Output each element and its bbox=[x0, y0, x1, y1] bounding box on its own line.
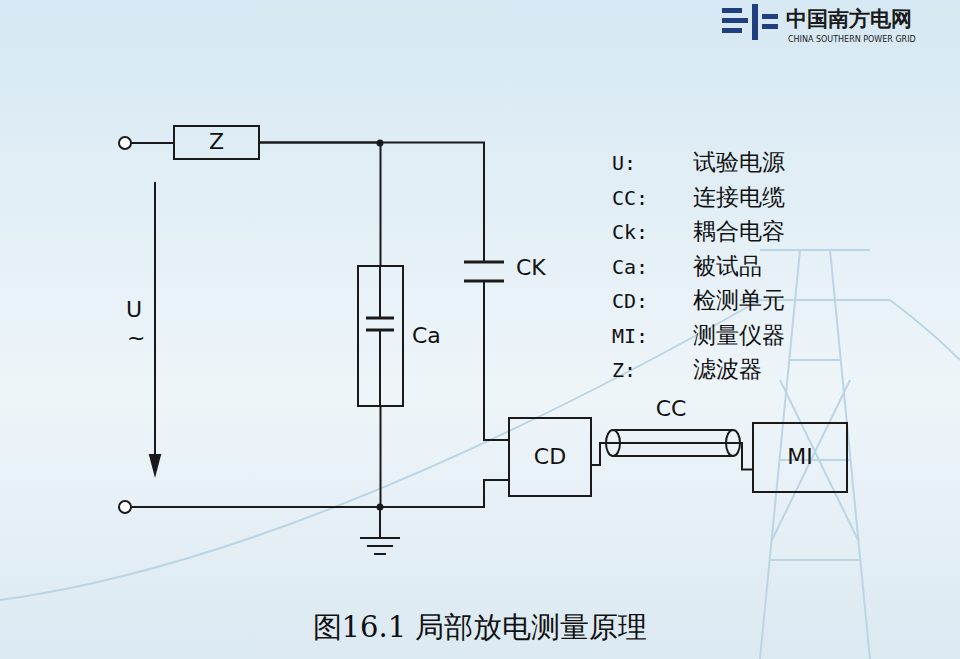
terminal bbox=[119, 137, 131, 149]
test-object-box: Ca bbox=[357, 265, 404, 407]
box-label: Ca bbox=[412, 324, 441, 348]
legend-key: U: bbox=[612, 152, 636, 174]
legend-meaning: 测量仪器 bbox=[693, 323, 785, 348]
box-label: MI bbox=[787, 445, 812, 469]
voltage-label: U bbox=[126, 298, 142, 322]
instrument-box: MI bbox=[752, 422, 848, 493]
ground-wire bbox=[379, 507, 381, 538]
wire bbox=[131, 142, 173, 144]
box-label: CD bbox=[534, 445, 566, 469]
wire-path bbox=[260, 143, 508, 441]
ground-symbol bbox=[360, 537, 400, 539]
wire-connector bbox=[592, 443, 752, 470]
terminal bbox=[119, 501, 131, 513]
capacitor-plate bbox=[366, 317, 394, 320]
detector-box: CD bbox=[508, 417, 592, 497]
ac-symbol: ~ bbox=[127, 326, 145, 350]
legend-key: CD: bbox=[612, 290, 648, 312]
legend-meaning: 检测单元 bbox=[693, 288, 785, 313]
wire-connector bbox=[381, 407, 509, 507]
legend-key: CC: bbox=[612, 187, 648, 209]
legend-meaning: 耦合电容 bbox=[693, 219, 785, 244]
cable-label: CC bbox=[656, 397, 687, 421]
legend-meaning: 试验电源 bbox=[693, 150, 785, 175]
legend-meaning: 连接电缆 bbox=[693, 185, 785, 210]
wire-path bbox=[260, 143, 381, 266]
logo-mark bbox=[722, 4, 778, 40]
wire-path bbox=[381, 407, 509, 507]
cable-sheath bbox=[613, 455, 733, 457]
legend-meaning: 滤波器 bbox=[693, 357, 762, 382]
pylon-watermark bbox=[0, 250, 960, 659]
wire bbox=[131, 506, 380, 508]
voltage-arrowhead bbox=[150, 455, 160, 474]
box-label: Z bbox=[209, 130, 224, 154]
legend-meaning: 被试品 bbox=[693, 254, 762, 279]
logo-text: 中国南方电网 bbox=[786, 8, 912, 31]
cable-sheath bbox=[613, 429, 733, 431]
capacitor-lead bbox=[379, 330, 381, 405]
voltage-arrow bbox=[154, 182, 156, 455]
wire-connector bbox=[260, 143, 508, 441]
legend-key: Ca: bbox=[612, 256, 648, 278]
figure-caption: 图16.1 局部放电测量原理 bbox=[0, 612, 960, 644]
capacitor-lead bbox=[379, 267, 381, 318]
capacitor-label: CK bbox=[516, 256, 546, 280]
filter-box: Z bbox=[173, 125, 260, 160]
logo-subtext: CHINA SOUTHERN POWER GRID bbox=[788, 36, 916, 45]
capacitor-plate bbox=[366, 329, 394, 332]
legend-key: MI: bbox=[612, 325, 648, 347]
ground-symbol bbox=[374, 553, 386, 555]
legend-key: Z: bbox=[612, 359, 636, 381]
wire-path bbox=[592, 443, 752, 470]
wire-connector bbox=[260, 143, 381, 266]
legend-key: Ck: bbox=[612, 221, 648, 243]
ground-symbol bbox=[367, 545, 393, 547]
